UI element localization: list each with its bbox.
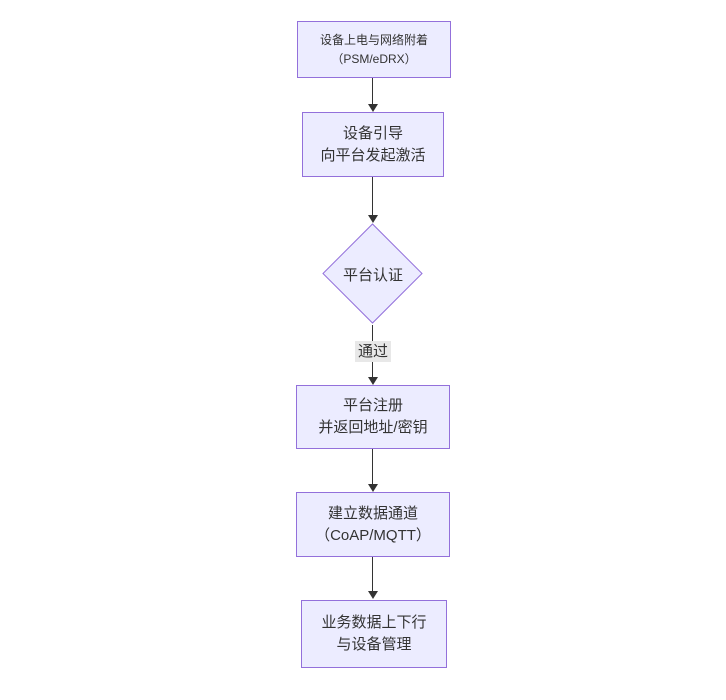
node-text-line: 平台认证	[342, 266, 403, 284]
node-data-channel: 建立数据通道 （CoAP/MQTT）	[296, 492, 450, 557]
node-text-line: 业务数据上下行	[321, 614, 427, 631]
node-platform-register: 平台注册 并返回地址/密钥	[296, 385, 450, 449]
node-platform-auth-decision: 平台认证	[322, 223, 424, 325]
node-text-line: （CoAP/MQTT）	[315, 526, 431, 544]
node-text-line: （PSM/eDRX）	[331, 51, 417, 66]
node-text-line: 向平台发起激活	[320, 146, 426, 164]
arrowhead-down-icon	[368, 591, 378, 599]
node-text-line: 平台注册	[342, 397, 403, 414]
node-device-power-on: 设备上电与网络附着 （PSM/eDRX）	[297, 21, 451, 78]
arrowhead-down-icon	[368, 484, 378, 492]
edge-bootstrap-to-auth	[372, 177, 373, 215]
node-text-line: 并返回地址/密钥	[318, 419, 428, 436]
edge-power-to-bootstrap	[372, 78, 373, 104]
node-business-data: 业务数据上下行 与设备管理	[301, 600, 447, 668]
arrowhead-down-icon	[368, 104, 378, 112]
node-device-bootstrap: 设备引导 向平台发起激活	[302, 112, 444, 177]
arrowhead-down-icon	[368, 215, 378, 223]
edge-register-to-channel	[372, 449, 373, 484]
node-text-line: 建立数据通道	[327, 504, 418, 522]
arrowhead-down-icon	[368, 377, 378, 385]
edge-channel-to-business	[372, 557, 373, 591]
node-text-line: 设备引导	[342, 124, 403, 142]
node-text-line: 设备上电与网络附着	[319, 32, 428, 47]
node-text-line: 与设备管理	[336, 636, 412, 653]
edge-label-pass: 通过	[354, 341, 392, 362]
